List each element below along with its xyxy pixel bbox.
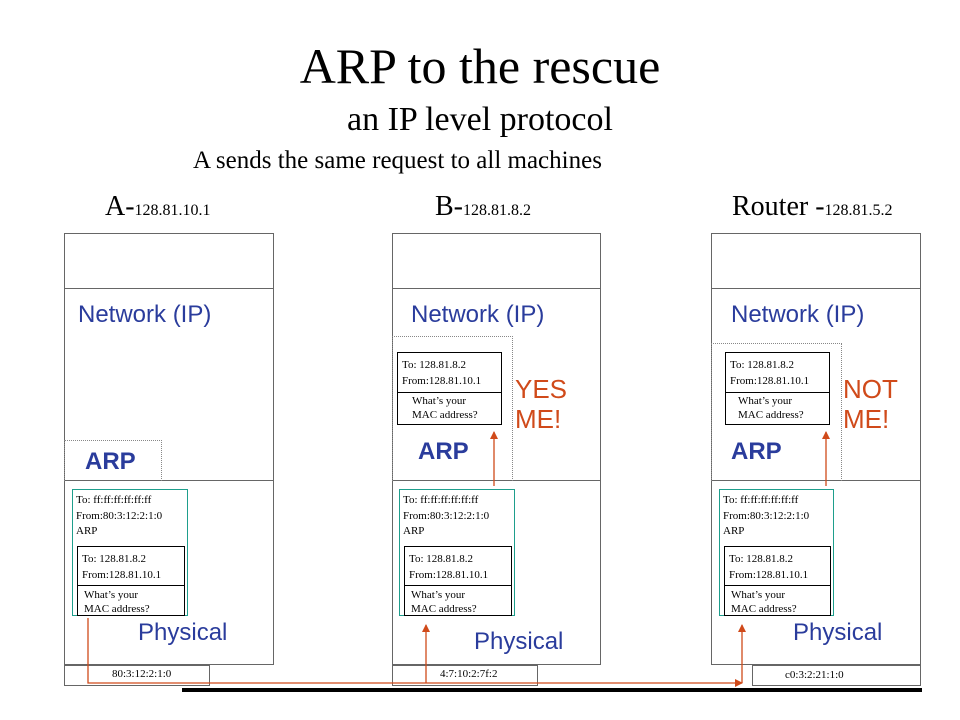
request-packet-b: To: 128.81.8.2 From:128.81.10.1 What’s y… <box>404 546 512 616</box>
arrow-a-to-bus <box>87 618 743 687</box>
arp-label-a: ARP <box>85 448 136 475</box>
request-packet-b-network: To: 128.81.8.2 From:128.81.10.1 What’s y… <box>397 352 502 425</box>
mac-label-router: c0:3:2:21:1:0 <box>785 669 844 681</box>
mac-cell-a <box>64 665 210 686</box>
network-layer-b: Network (IP) <box>411 301 545 328</box>
mac-label-a: 80:3:12:2:1:0 <box>112 668 172 680</box>
request-packet-a: To: 128.81.8.2 From:128.81.10.1 What’s y… <box>77 546 185 616</box>
mac-cell-b <box>392 665 538 686</box>
slide-description: A sends the same request to all machines <box>193 147 602 174</box>
arp-frame-a: To: ff:ff:ff:ff:ff:ff From:80:3:12:2:1:0… <box>72 489 188 616</box>
arp-label-router: ARP <box>731 438 782 465</box>
network-layer-router: Network (IP) <box>731 301 865 328</box>
arp-label-b: ARP <box>418 438 469 465</box>
arp-frame-router: To: ff:ff:ff:ff:ff:ff From:80:3:12:2:1:0… <box>719 489 834 616</box>
request-packet-router: To: 128.81.8.2 From:128.81.10.1 What’s y… <box>724 546 831 616</box>
slide-subtitle: an IP level protocol <box>347 101 613 138</box>
mac-label-b: 4:7:10:2:7f:2 <box>440 668 498 680</box>
host-label-b: B-128.81.8.2 <box>435 191 531 222</box>
arp-area-a <box>64 440 162 481</box>
arp-area-b <box>392 336 513 481</box>
physical-layer-b: Physical <box>474 628 564 655</box>
host-label-router: Router -128.81.5.2 <box>732 191 893 222</box>
arp-area-router <box>711 343 842 481</box>
arp-frame-b: To: ff:ff:ff:ff:ff:ff From:80:3:12:2:1:0… <box>399 489 515 616</box>
physical-layer-router: Physical <box>793 619 883 646</box>
request-packet-router-network: To: 128.81.8.2 From:128.81.10.1 What’s y… <box>725 352 830 425</box>
slide-title: ARP to the rescue <box>299 38 661 94</box>
network-layer-a: Network (IP) <box>78 301 212 328</box>
physical-layer-a: Physical <box>138 619 228 646</box>
mac-cell-router <box>752 665 921 686</box>
host-label-a: A-128.81.10.1 <box>105 191 211 222</box>
